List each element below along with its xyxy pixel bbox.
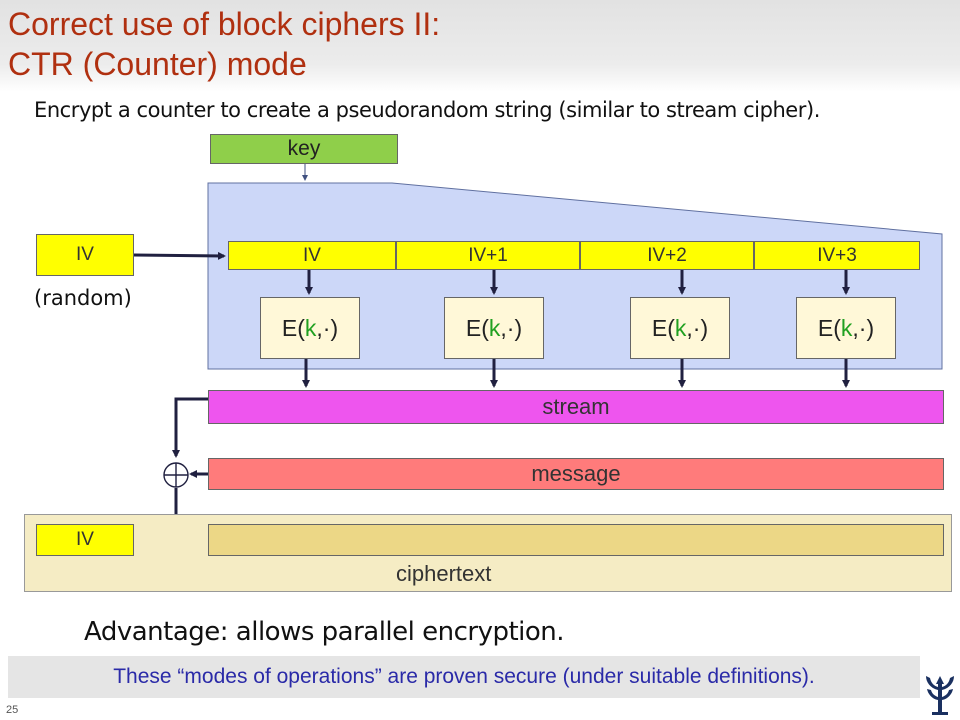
encrypt-suffix: ,·) <box>500 314 523 341</box>
header-band <box>0 0 960 92</box>
encrypt-suffix: ,·) <box>316 314 339 341</box>
slide-subtitle: Encrypt a counter to create a pseudorand… <box>34 98 820 122</box>
random-label: (random) <box>34 286 132 310</box>
encrypt-block-2: E(k,·) <box>444 297 544 359</box>
ciphertext-iv-box: IV <box>36 524 134 556</box>
xor-symbol <box>163 462 189 488</box>
encrypt-key: k <box>304 314 317 341</box>
stream-bar: stream <box>208 390 944 424</box>
counter-iv-plus-3: IV+3 <box>754 241 920 270</box>
encrypt-prefix: E( <box>817 314 841 341</box>
block-cipher-region <box>207 182 943 370</box>
encrypt-key: k <box>674 314 687 341</box>
encrypt-prefix: E( <box>281 314 305 341</box>
encrypt-prefix: E( <box>465 314 489 341</box>
advantage-text: Advantage: allows parallel encryption. <box>84 617 565 647</box>
stream-to-xor-arrow <box>172 397 208 458</box>
ciphertext-label: ciphertext <box>396 561 492 586</box>
encrypt-suffix: ,·) <box>852 314 875 341</box>
encrypt-block-1: E(k,·) <box>260 297 360 359</box>
encrypt-block-3: E(k,·) <box>630 297 730 359</box>
slide-title-line-2: CTR (Counter) mode <box>8 46 307 82</box>
encrypt-key: k <box>488 314 501 341</box>
key-box: key <box>210 134 398 164</box>
security-note: These “modes of operations” are proven s… <box>8 656 920 698</box>
ciphertext-bar <box>208 524 944 556</box>
slide-number: 25 <box>6 704 19 716</box>
counter-iv-plus-1: IV+1 <box>396 241 580 270</box>
counter-iv-plus-2: IV+2 <box>580 241 754 270</box>
encrypt-suffix: ,·) <box>686 314 709 341</box>
counter-iv: IV <box>228 241 396 270</box>
message-bar: message <box>208 458 944 490</box>
iv-input-box: IV <box>36 234 134 276</box>
encrypt-prefix: E( <box>651 314 675 341</box>
encrypt-block-4: E(k,·) <box>796 297 896 359</box>
slide-title-line-1: Correct use of block ciphers II: <box>8 6 441 42</box>
university-logo-icon <box>926 676 954 715</box>
encrypt-key: k <box>840 314 853 341</box>
iv-to-counter-arrow <box>133 251 226 260</box>
